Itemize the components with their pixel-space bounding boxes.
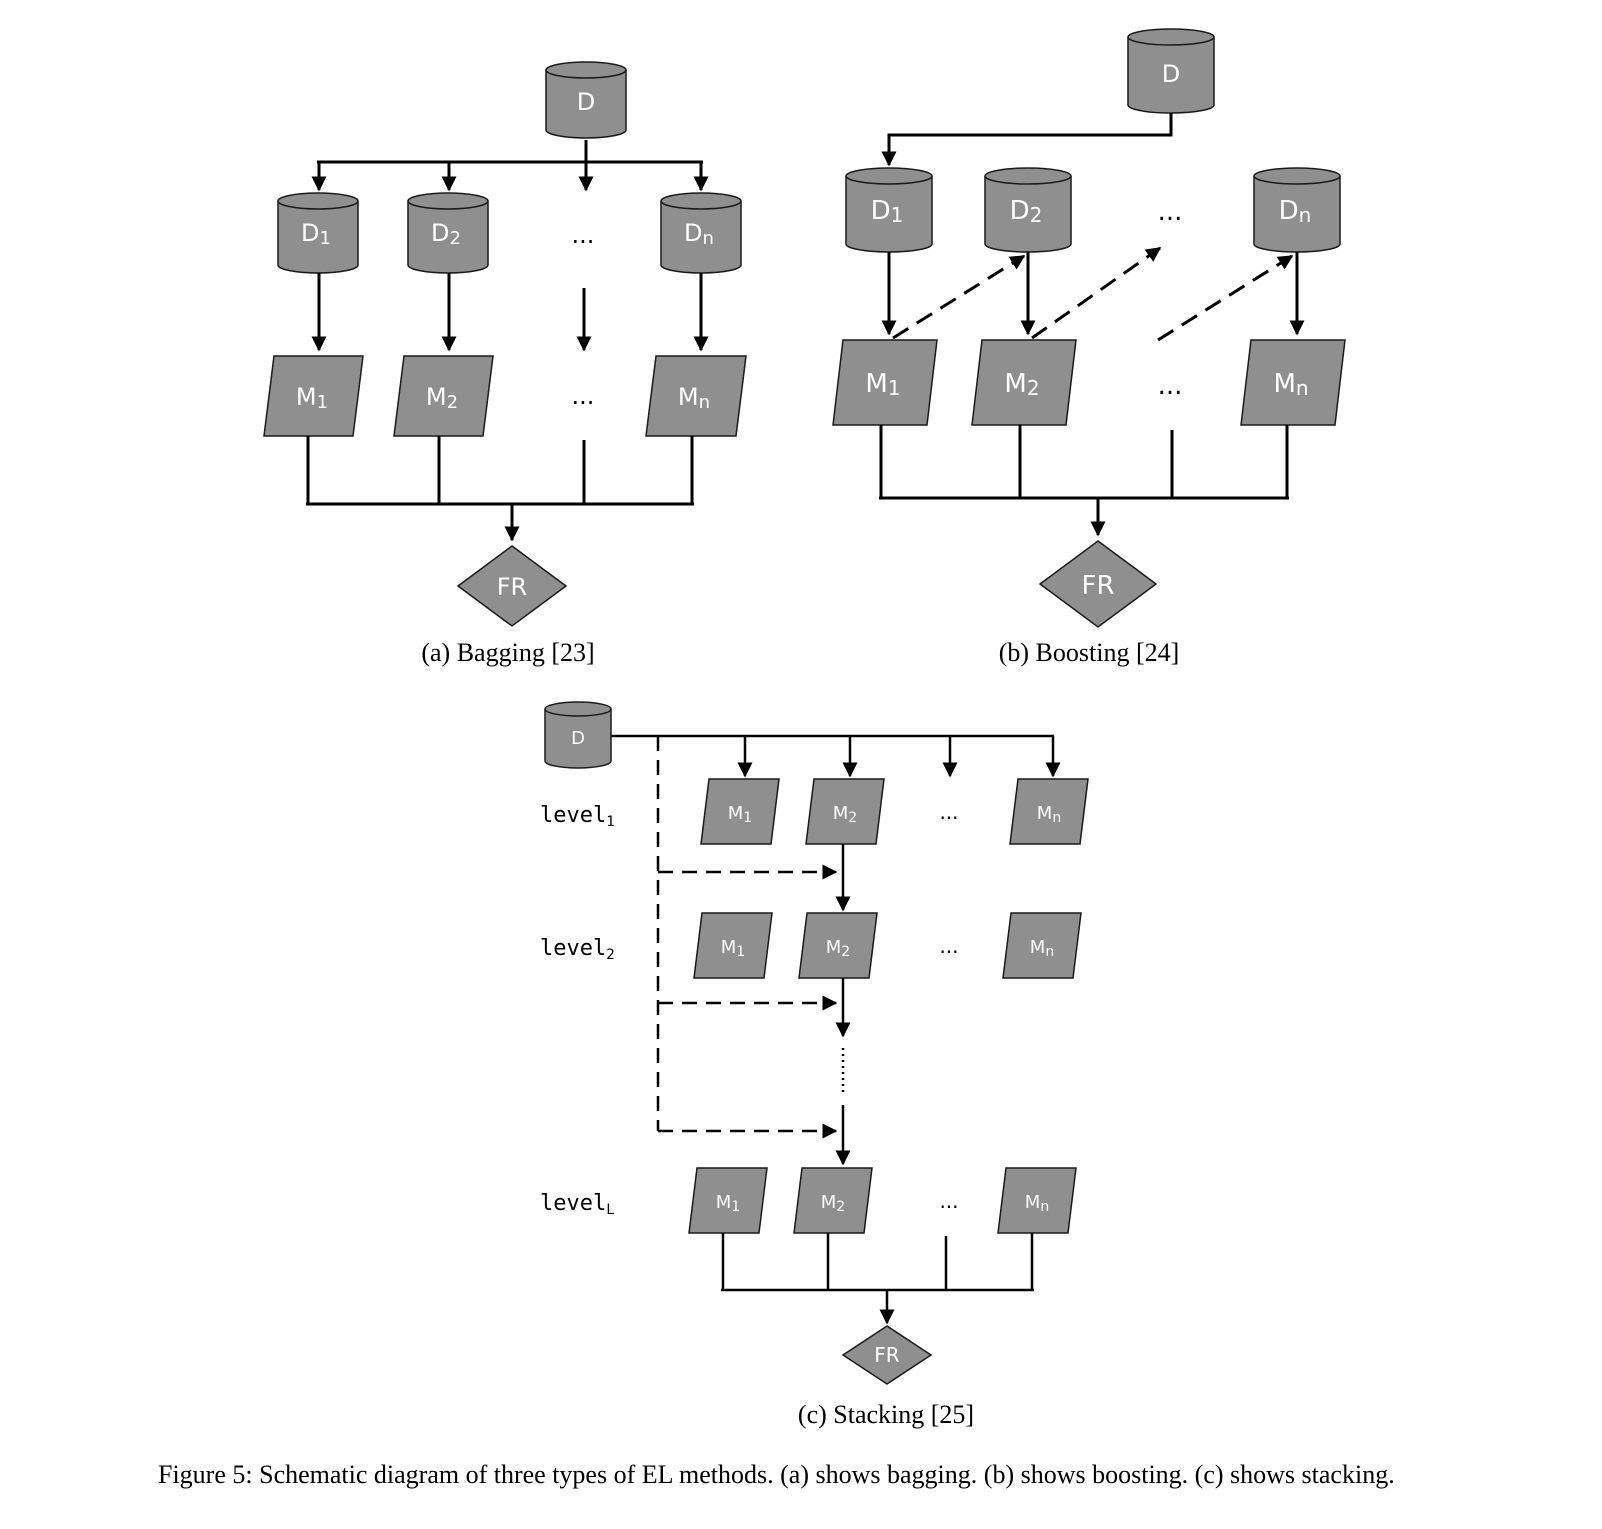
bagging-subset-label: D1 xyxy=(301,219,331,249)
stacking-model-mn-icon: Mn xyxy=(1002,912,1082,979)
bagging-model-label: Mn xyxy=(678,383,710,413)
stacking-model-label: Mn xyxy=(1030,937,1054,960)
boosting-diagram: D D1 D2 Dn ... xyxy=(832,28,1346,667)
stacking-model-ellipsis: ... xyxy=(939,934,958,958)
bagging-model-mn-icon: Mn xyxy=(645,355,747,437)
stacking-model-mn-icon: Mn xyxy=(1009,778,1089,845)
stacking-model-label: M2 xyxy=(821,1192,845,1215)
stacking-model-m1-icon: M1 xyxy=(688,1167,768,1234)
stacking-source-dataset-icon: D xyxy=(544,701,612,769)
stacking-level-1-models: M1 M2 ... Mn xyxy=(700,778,1089,845)
boosting-model-m2-icon: M2 xyxy=(971,339,1077,426)
boosting-source-label: D xyxy=(1162,60,1180,88)
stacking-level-l-models: M1 M2 ... Mn xyxy=(688,1167,1077,1234)
stacking-model-label: M2 xyxy=(826,937,850,960)
boosting-subset-ellipsis: ... xyxy=(1158,197,1183,227)
bagging-model-ellipsis: ... xyxy=(572,382,595,410)
bagging-source-label: D xyxy=(577,88,595,116)
boosting-subset-d2-icon: D2 xyxy=(984,167,1072,253)
stacking-model-m2-icon: M2 xyxy=(798,912,878,979)
stacking-model-label: M1 xyxy=(728,803,752,826)
stacking-final-result-icon: FR xyxy=(841,1325,933,1385)
bagging-subset-d2-icon: D2 xyxy=(407,192,489,274)
boosting-subset-dn-icon: Dn xyxy=(1253,167,1341,253)
bagging-subset-label: D2 xyxy=(431,219,461,249)
boosting-source-dataset-icon: D xyxy=(1127,28,1215,114)
stacking-caption: (c) Stacking [25] xyxy=(798,1400,974,1429)
bagging-model-label: M1 xyxy=(296,383,328,413)
boosting-model-m1-icon: M1 xyxy=(832,339,938,426)
stacking-model-ellipsis: ... xyxy=(939,800,958,824)
boosting-subset-label: Dn xyxy=(1279,196,1312,227)
stacking-level-1-label: level1 xyxy=(540,803,615,830)
bagging-diagram: D D1 D2 Dn ... xyxy=(263,61,747,667)
boosting-caption: (b) Boosting [24] xyxy=(999,638,1180,667)
stacking-model-label: M2 xyxy=(833,803,857,826)
bagging-subset-ellipsis: ... xyxy=(572,221,595,249)
stacking-level-2-models: M1 M2 ... Mn xyxy=(693,912,1082,979)
stacking-level-l-label: levelL xyxy=(540,1191,615,1218)
bagging-model-m1-icon: M1 xyxy=(263,355,364,437)
bagging-subset-label: Dn xyxy=(684,219,714,249)
boosting-model-mn-icon: Mn xyxy=(1240,339,1346,426)
stacking-model-label: Mn xyxy=(1037,803,1061,826)
stacking-model-label: M1 xyxy=(721,937,745,960)
bagging-final-result-icon: FR xyxy=(456,545,568,627)
boosting-model-label: M1 xyxy=(865,369,900,400)
bagging-caption: (a) Bagging [23] xyxy=(421,638,594,667)
stacking-model-m2-icon: M2 xyxy=(793,1167,873,1234)
boosting-final-result-icon: FR xyxy=(1038,540,1158,628)
bagging-source-dataset-icon: D xyxy=(545,61,627,139)
stacking-model-m2-icon: M2 xyxy=(805,778,885,845)
stacking-model-ellipsis: ... xyxy=(939,1189,958,1213)
boosting-model-ellipsis: ... xyxy=(1158,371,1183,401)
stacking-level-2-label: level2 xyxy=(540,936,615,963)
bagging-model-label: M2 xyxy=(426,383,458,413)
stacking-model-m1-icon: M1 xyxy=(700,778,780,845)
stacking-diagram: D level1 level2 levelL M1 xyxy=(540,701,1089,1429)
stacking-model-mn-icon: Mn xyxy=(997,1167,1077,1234)
boosting-subset-label: D2 xyxy=(1010,196,1043,227)
figure-caption: Figure 5: Schematic diagram of three typ… xyxy=(158,1460,1395,1489)
boosting-subset-d1-icon: D1 xyxy=(845,167,933,253)
stacking-result-label: FR xyxy=(874,1343,900,1367)
bagging-result-label: FR xyxy=(497,573,527,601)
bagging-subset-dn-icon: Dn xyxy=(660,192,742,274)
bagging-subset-d1-icon: D1 xyxy=(277,192,359,274)
boosting-model-label: M2 xyxy=(1004,369,1039,400)
stacking-source-label: D xyxy=(571,728,585,749)
boosting-model-label: Mn xyxy=(1273,369,1308,400)
boosting-subset-label: D1 xyxy=(871,196,904,227)
stacking-model-m1-icon: M1 xyxy=(693,912,773,979)
bagging-model-m2-icon: M2 xyxy=(393,355,494,437)
boosting-result-label: FR xyxy=(1081,571,1114,601)
stacking-model-label: Mn xyxy=(1025,1192,1049,1215)
stacking-model-label: M1 xyxy=(716,1192,740,1215)
